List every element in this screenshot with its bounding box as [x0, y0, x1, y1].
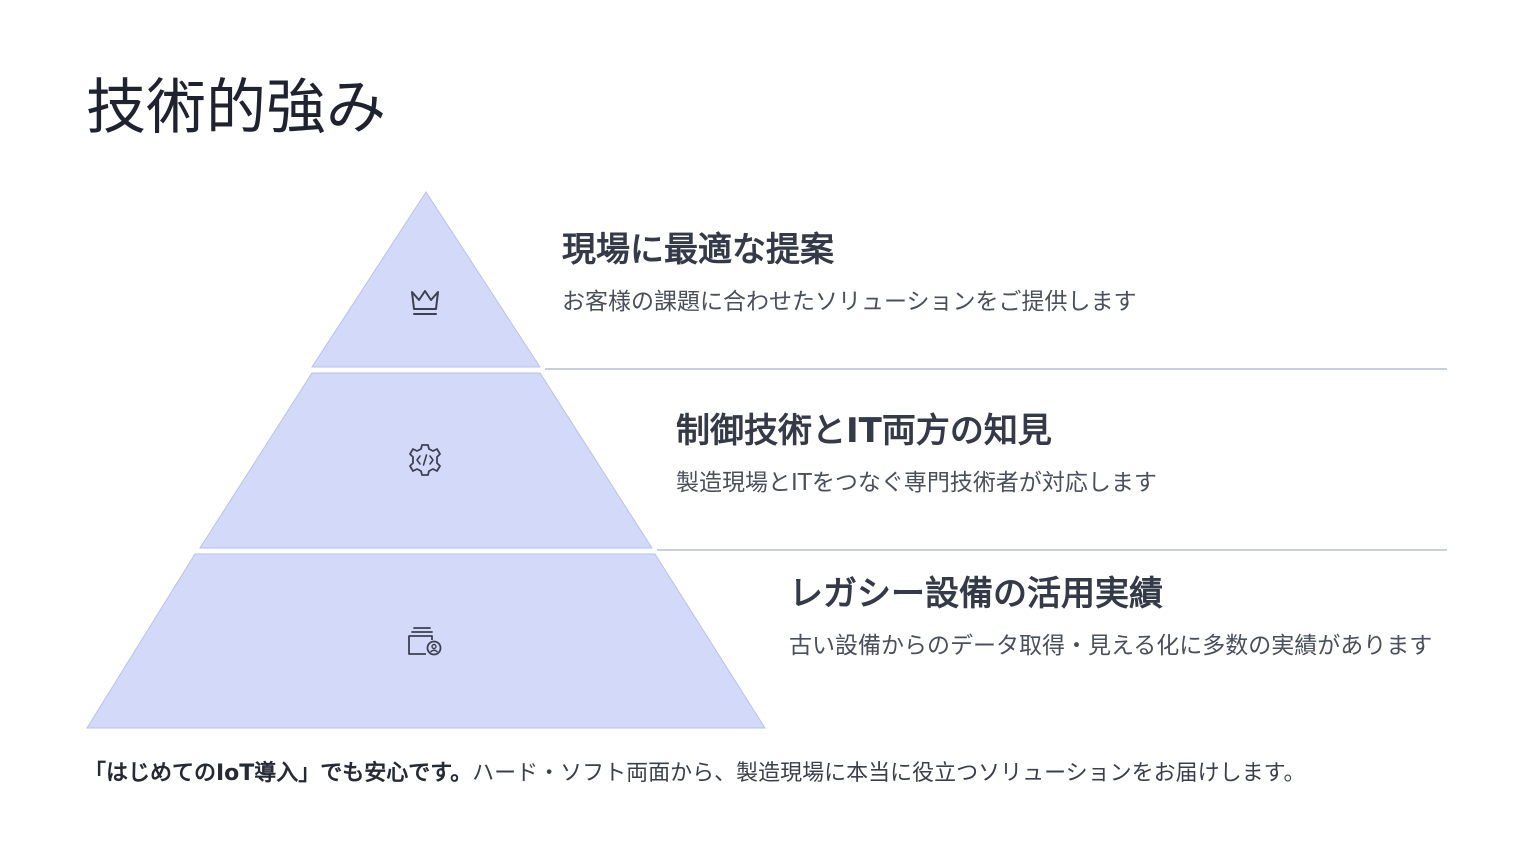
- tier-2-heading: 制御技術とIT両方の知見: [676, 411, 1052, 451]
- tier-1-text: 現場に最適な提案 お客様の課題に合わせたソリューションをご提供します: [562, 228, 1137, 318]
- tier-3-heading: レガシー設備の活用実績: [789, 574, 1163, 614]
- pyramid-tier-middle: [199, 372, 653, 549]
- footer-note: 「はじめてのIoT導入」でも安心です。ハード・ソフト両面から、製造現場に本当に役…: [84, 758, 1305, 790]
- database-user-icon: [408, 627, 442, 656]
- tier-2-text: 制御技術とIT両方の知見 製造現場とITをつなぐ専門技術者が対応します: [676, 409, 1157, 499]
- footer-text: ハード・ソフト両面から、製造現場に本当に役立つソリューションをお届けします。: [472, 761, 1306, 786]
- pyramid-tier-bottom: [86, 553, 766, 729]
- crown-icon: [411, 290, 439, 315]
- pyramid-tier-top: [311, 191, 541, 368]
- tier-1-description: お客様の課題に合わせたソリューションをご提供します: [562, 289, 1137, 315]
- footer-emphasis: 「はじめてのIoT導入」でも安心です。: [84, 761, 473, 786]
- tier-3-description: 古い設備からのデータ取得・見える化に多数の実績があります: [789, 633, 1433, 659]
- page-title: 技術的強み: [86, 73, 386, 143]
- code-gear-icon: [409, 444, 441, 476]
- tier-2-description: 製造現場とITをつなぐ専門技術者が対応します: [676, 470, 1157, 496]
- tier-3-text: レガシー設備の活用実績 古い設備からのデータ取得・見える化に多数の実績があります: [789, 572, 1432, 662]
- tier-1-heading: 現場に最適な提案: [562, 230, 834, 270]
